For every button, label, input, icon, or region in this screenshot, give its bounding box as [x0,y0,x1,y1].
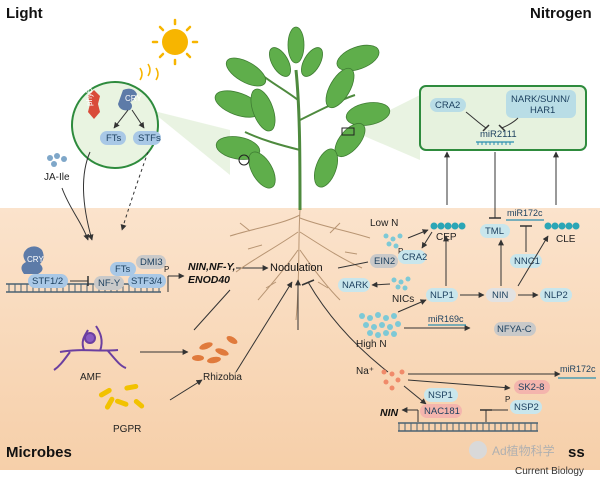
dna-left [6,284,161,292]
salt-nin-label: NIN [380,407,399,419]
stf12-node [28,274,68,288]
plant-illustration [214,26,391,321]
nark-line1: NARK/SUNN/ [511,94,570,105]
stf34-label: STF3/4 [131,276,162,287]
complex-fts-node [110,262,136,276]
cra2-label: CRA2 [402,252,427,263]
rhizobia-bacteria [192,336,238,364]
stf12-label: STF1/2 [32,276,63,287]
dna-right [398,423,538,431]
salt-mir172c-label: miR172c [560,364,596,374]
quadrant-microbes-label: Microbes [6,444,72,461]
ja-ile-label: JA-Ile [44,172,70,183]
nark-node [506,90,576,118]
nlp1-label: NLP1 [430,290,454,301]
nin-label: NIN [492,290,509,301]
nfy-label: NF-Y [98,278,121,289]
watermark: Ad植物科学 [469,441,555,459]
sk28-node [514,380,550,394]
quadrant-nitrogen-label: Nitrogen [530,5,592,22]
nsp1-label: NSP1 [428,390,453,401]
mir2111-label: miR2111 [480,129,517,140]
pgpr-bacteria [98,383,145,410]
sun-icon [139,18,199,81]
high-n-dots [359,312,401,338]
nfy-node [94,276,124,290]
nsp2-label: NSP2 [514,402,539,413]
nsp2-node [510,400,542,414]
low-n-dots [383,233,403,249]
nac181-label: NAC181 [424,406,460,417]
high-n-label: High N [356,339,387,350]
nfyac-label: NFYA-C [497,324,532,335]
fts-label: FTs [106,133,122,144]
ein2-label: EIN2 [374,256,395,267]
mir169c-label: miR169c [428,314,464,324]
phyb-label: phyB [85,88,94,106]
low-n-label: Low N [370,218,398,229]
nin-node [486,288,516,302]
mir172c-label: miR172c [507,208,543,218]
cry-complex-protein: CRY [21,246,44,274]
nnc1-node [510,254,542,268]
cry-label: CRY [125,94,142,103]
quadrant-light-label: Light [6,5,43,22]
tml-node [480,224,510,238]
fts-node [100,131,126,145]
cry-protein: CRY [118,88,142,111]
nsp1-node [424,388,458,402]
cra2-top-node [430,98,466,112]
credit-label: Current Biology [515,466,584,477]
nark-line2: HAR1 [530,105,555,116]
tml-label: TML [485,226,504,237]
na-label: Na⁺ [356,366,374,377]
watermark-label: Ad植物科学 [492,443,555,458]
complex-p-label: P [164,265,169,274]
ja-ile-dots [47,153,67,167]
stfs-label: STFs [138,133,161,144]
cra2-node [398,250,426,264]
rhizobia-label: Rhizobia [203,372,242,383]
complex-fts-label: FTs [115,264,131,275]
ein2-node [370,254,398,268]
stfs-node [133,131,161,145]
cle-label: CLE [556,234,576,245]
root-system [229,209,371,321]
nodulation-label: Nodulation [270,262,323,274]
dmi3-label: DMI3 [140,257,163,268]
nlp2-node [540,288,572,302]
na-ion-dots [381,369,405,391]
complex-cry-label: CRY [27,255,44,264]
zoom-cone-light [150,110,230,175]
nnc1-label: NNC1 [514,256,540,267]
quadrant-salt-label: ss [568,444,585,461]
amf-fungus [53,325,127,371]
cra2-top-label: CRA2 [435,100,460,111]
stf34-node [128,274,166,288]
nark-lower-node [338,278,370,292]
nlp2-label: NLP2 [544,290,568,301]
cle-peptide [544,222,580,230]
zoom-cone-nitrogen [350,95,420,160]
sk28-label: SK2-8 [518,382,544,393]
phyb-protein: phyB [85,88,100,119]
enod40-label: ENOD40 [188,274,230,286]
salt-p-label: P [505,395,510,404]
pgpr-label: PGPR [113,424,141,435]
nin-nfy-label: NIN,NF-Y, [188,261,236,273]
nics-label: NICs [392,294,414,305]
dmi3-node [136,255,166,269]
nac181-node [420,404,462,418]
amf-label: AMF [80,372,101,383]
nfyac-node [494,322,536,336]
nark-lower-label: NARK [342,280,369,291]
nics-dots [391,276,411,291]
cep-peptide [430,222,466,230]
nlp1-node [426,288,458,302]
